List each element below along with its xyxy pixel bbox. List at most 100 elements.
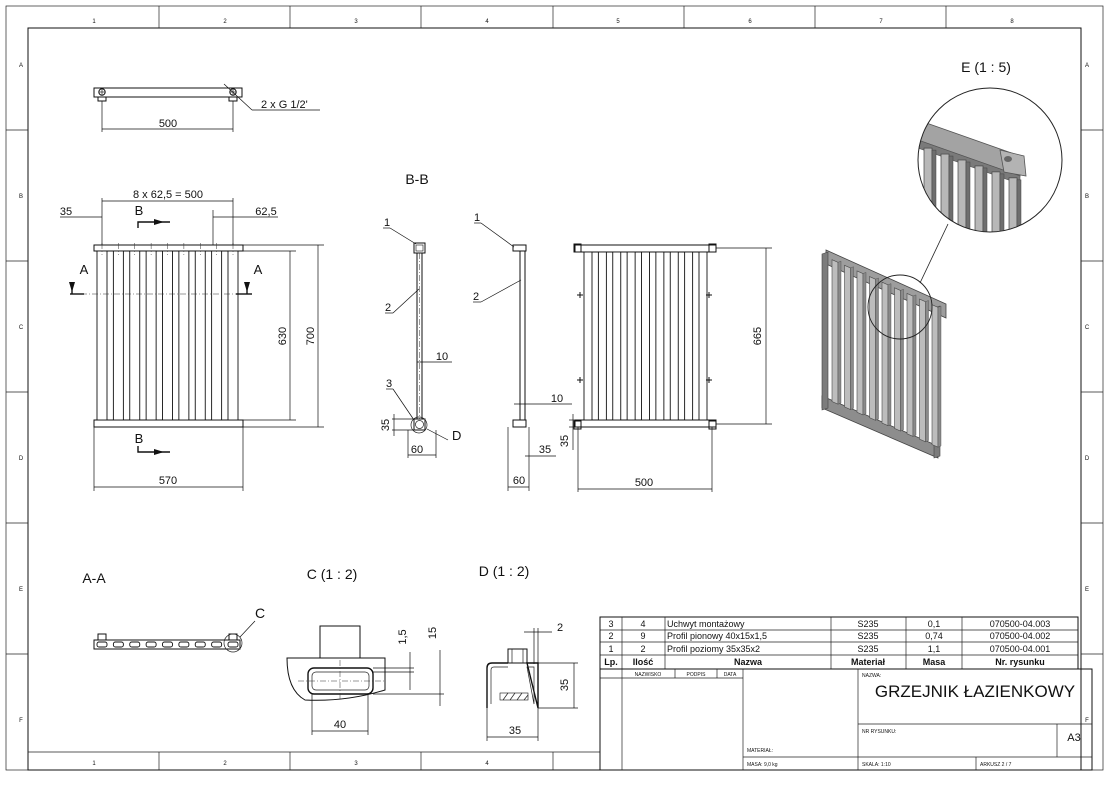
detail-e-profile-side <box>965 161 971 232</box>
front-dim-35: 35 <box>60 206 72 218</box>
front-vertical-profile <box>162 250 173 421</box>
title-label-material: MATERIAŁ: <box>747 748 773 754</box>
bom-row-3-drawing: 070500-04.001 <box>990 644 1051 654</box>
section-aa-profile-slot <box>112 641 124 648</box>
isometric-profile-side <box>837 260 842 405</box>
bom-row-2-mass: 0,74 <box>925 631 943 641</box>
detail-e-view: E (1 : 5) <box>917 59 1063 233</box>
detail-e-profile-side <box>999 173 1005 232</box>
section-aa-view: A-A C <box>82 570 265 653</box>
zone-row-a: A <box>19 63 23 69</box>
side-dim-35-vertical: 35 <box>559 435 571 447</box>
side-dim-60: 60 <box>513 475 525 487</box>
bom-row-3-name: Profil poziomy 35x35x2 <box>667 644 760 654</box>
zone-col-3-bottom: 3 <box>354 761 358 767</box>
section-bb-leader-2: 2 <box>385 302 391 314</box>
section-aa-profile-slot <box>96 641 108 648</box>
side-dim-10: 10 <box>551 393 563 405</box>
front-view: 8 x 62,5 = 500 35 62,5 B B A A 630 700 <box>60 189 324 491</box>
isometric-profile <box>894 287 901 432</box>
front-vertical-profile <box>129 250 141 421</box>
zone-row-c-right: C <box>1085 325 1090 331</box>
drawing-title: GRZEJNIK ŁAZIENKOWY <box>875 682 1075 701</box>
back-view: 665 500 <box>573 243 772 492</box>
isometric-profile <box>906 292 914 437</box>
isometric-profile <box>919 298 926 443</box>
detail-e-title: E (1 : 5) <box>961 59 1011 75</box>
front-vertical-profile <box>194 250 206 421</box>
bom-row-3-mass: 1,1 <box>928 644 941 654</box>
back-vertical-profile <box>669 251 679 421</box>
back-vertical-profile <box>626 251 636 421</box>
sheet-frame: 1 2 3 4 5 6 7 8 1 2 3 4 A B C D E F A B … <box>5 5 1104 771</box>
zone-col-3: 3 <box>354 19 358 25</box>
detail-d-title: D (1 : 2) <box>479 563 530 579</box>
zone-col-8: 8 <box>1010 19 1014 25</box>
bom-header-lp: Lp. <box>604 657 618 667</box>
detail-c-dim-40: 40 <box>334 719 346 731</box>
bom-row-1-mass: 0,1 <box>928 619 941 629</box>
detail-c-title: C (1 : 2) <box>307 566 358 582</box>
front-vertical-profile <box>96 250 108 421</box>
zone-col-7: 7 <box>879 19 883 25</box>
zone-row-a-right: A <box>1085 63 1089 69</box>
detail-e-profile <box>957 159 967 232</box>
side-view: 1 2 10 35 35 60 <box>473 212 577 491</box>
isometric-profile <box>831 259 839 405</box>
title-format: A3 <box>1067 732 1080 744</box>
section-aa-profile-slot <box>129 641 141 648</box>
zone-col-6: 6 <box>748 19 752 25</box>
detail-e-profile-side <box>982 167 988 232</box>
bom-row-2-drawing: 070500-04.002 <box>990 631 1051 641</box>
detail-c-dim-1-5: 1,5 <box>397 629 409 644</box>
bom-header-mass: Masa <box>923 657 947 667</box>
section-aa-profile-slot <box>162 641 173 648</box>
title-block: NAZWISKO PODPIS DATA NAZWA: NR RYSUNKU: … <box>599 668 1093 771</box>
zone-row-c: C <box>19 325 24 331</box>
front-vertical-profile <box>211 250 223 421</box>
back-vertical-profile <box>684 251 694 421</box>
zone-col-1: 1 <box>92 19 96 25</box>
front-section-b-top: B <box>135 203 144 218</box>
front-dim-spacing: 8 x 62,5 = 500 <box>133 189 203 201</box>
title-mass: MASA: 9,0 kg <box>747 762 778 768</box>
front-dim-62-5: 62,5 <box>255 206 276 218</box>
section-aa-profile-slot <box>211 641 223 648</box>
front-section-b-bottom: B <box>135 431 144 446</box>
detail-c-view: C (1 : 2) 1,5 15 40 <box>286 566 444 735</box>
isometric-profile <box>844 264 851 411</box>
section-aa-profile-slot <box>178 641 190 648</box>
title-col-nazwisko: NAZWISKO <box>635 672 662 678</box>
bom-row-3-lp: 1 <box>608 644 613 654</box>
section-bb-detail-d: D <box>452 428 461 443</box>
isometric-profile-side <box>900 288 904 432</box>
zone-row-b: B <box>19 194 23 200</box>
front-section-a-left: A <box>80 262 89 277</box>
top-view: 500 2 x G 1/2' <box>93 83 320 132</box>
section-bb-dim-10: 10 <box>436 351 448 363</box>
front-dim-570: 570 <box>159 475 177 487</box>
zone-row-f-right: F <box>1085 718 1089 724</box>
detail-e-profile <box>1008 177 1018 232</box>
detail-c-dim-15: 15 <box>427 627 439 639</box>
isometric-profile-side <box>850 266 854 410</box>
bom-row-2-material: S235 <box>857 631 878 641</box>
isometric-profile-side <box>862 272 867 416</box>
bom-row-1-drawing: 070500-04.003 <box>990 619 1051 629</box>
side-leader-1: 1 <box>474 212 480 224</box>
zone-row-b-right: B <box>1085 194 1089 200</box>
bom-row-3-qty: 2 <box>640 644 645 654</box>
detail-e-profile-side <box>1016 179 1022 232</box>
section-aa-profile-slot <box>227 641 239 648</box>
front-vertical-profile <box>178 250 190 421</box>
section-bb-dim-60: 60 <box>411 444 423 456</box>
isometric-profile-side <box>925 300 929 443</box>
section-bb-view: B-B 1 2 3 D 10 35 60 <box>380 171 461 458</box>
bom-header-drawing: Nr. rysunku <box>995 657 1045 667</box>
zone-col-5: 5 <box>616 19 620 25</box>
section-aa-title: A-A <box>82 570 106 586</box>
title-col-podpis: PODPIS <box>687 672 707 678</box>
isometric-profile <box>881 281 889 427</box>
title-sheet: ARKUSZ 2 / 7 <box>980 762 1012 768</box>
